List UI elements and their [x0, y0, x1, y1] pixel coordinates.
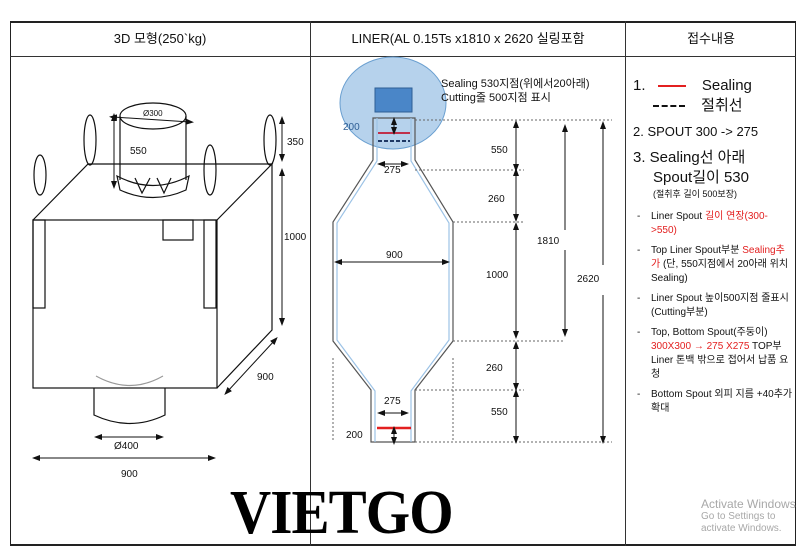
lifting-loop — [33, 154, 47, 196]
bottom-200-label: 200 — [346, 430, 363, 441]
total-2620-label: 2620 — [577, 274, 600, 285]
header-receipt: 접수내용 — [687, 31, 735, 46]
sealing-legend-line — [657, 85, 686, 88]
top-spout-height-label: 550 — [130, 146, 147, 157]
bottom-spout-diameter-label: Ø400 — [114, 441, 139, 452]
header-divider — [10, 56, 796, 57]
lifting-loop — [203, 144, 217, 196]
note-item-3-line2: Spout길이 530 — [653, 169, 749, 186]
document-pocket — [162, 219, 194, 241]
body-1000-label: 1000 — [486, 270, 509, 281]
note-bullet-1: Liner Spout 길이 연장(300->550) — [633, 210, 793, 238]
cut-legend-label: 절취선 — [701, 97, 743, 114]
lifting-loop — [263, 114, 277, 166]
body-width-900-label: 900 — [386, 250, 403, 261]
activate-windows-watermark[interactable]: Activate Windows Go to Settings to activ… — [701, 497, 796, 535]
column-divider — [625, 21, 626, 546]
upper-cone-260-label: 260 — [488, 194, 505, 205]
bottom-spout-275-label: 275 — [384, 396, 401, 407]
note-item-3-sub: (절취후 길이 500보장) — [653, 189, 737, 199]
receipt-notes: 1. Sealing 절취선 2. SPOUT 300 -> 275 3. Se… — [633, 76, 793, 416]
column-divider — [310, 21, 311, 546]
body-height-label: 1000 — [284, 232, 307, 243]
table-frame — [10, 21, 796, 546]
top-spout-diameter-label: Ø300 — [143, 109, 163, 118]
top-cap — [374, 87, 413, 113]
liner-note-sealing: Sealing 530지점(위에서20아래) — [441, 77, 590, 90]
width-label: 900 — [121, 469, 138, 480]
total-1810-label: 1810 — [537, 236, 560, 247]
top-200-label: 200 — [343, 122, 360, 133]
watermark-title: Activate Windows — [701, 497, 796, 511]
top-spout-skirt — [116, 174, 190, 199]
sealing-legend-label: Sealing — [701, 77, 752, 94]
bottom-spout-550-label: 550 — [491, 407, 508, 418]
note-bullet-2: Top Liner Spout부분 Sealing추가 (단, 550지점에서 … — [633, 244, 793, 286]
note-item-1: 1. Sealing — [633, 76, 793, 96]
note-number: 1. — [633, 77, 646, 94]
lifting-loop — [83, 114, 97, 166]
top-spout-550-label: 550 — [491, 145, 508, 156]
loop-height-label: 350 — [287, 137, 304, 148]
note-bullet-4: Top, Bottom Spout(주둥이) 300X300 → 275 X27… — [633, 326, 793, 382]
header-3d-model: 3D 모형(250`kg) — [113, 31, 207, 46]
note-item-3-line1: 3. Sealing선 아래 — [633, 149, 746, 166]
watermark-subtitle: Go to Settings to activate Windows. — [701, 511, 782, 534]
vietgo-logo: VIETGO — [230, 479, 454, 547]
cut-legend-line — [653, 105, 685, 108]
bag-top-face — [32, 163, 274, 221]
lower-cone-260-label: 260 — [486, 363, 503, 374]
depth-label: 900 — [257, 372, 274, 383]
liner-note-cutting: Cutting줄 500지점 표시 — [441, 91, 551, 104]
header-liner: LINER(AL 0.15Ts x1810 x 2620 실링포함 — [351, 31, 585, 46]
note-bullet-3: Liner Spout 높이500지점 줄표시(Cutting부분) — [633, 292, 793, 320]
bottom-spout — [93, 388, 166, 424]
note-item-1-cut: 절취선 — [633, 96, 793, 116]
note-bullet-5: Bottom Spout 외피 지름 +40추가 확대 — [633, 388, 793, 416]
top-spout-275-label: 275 — [384, 165, 401, 176]
note-item-2: 2. SPOUT 300 -> 275 — [633, 124, 759, 139]
